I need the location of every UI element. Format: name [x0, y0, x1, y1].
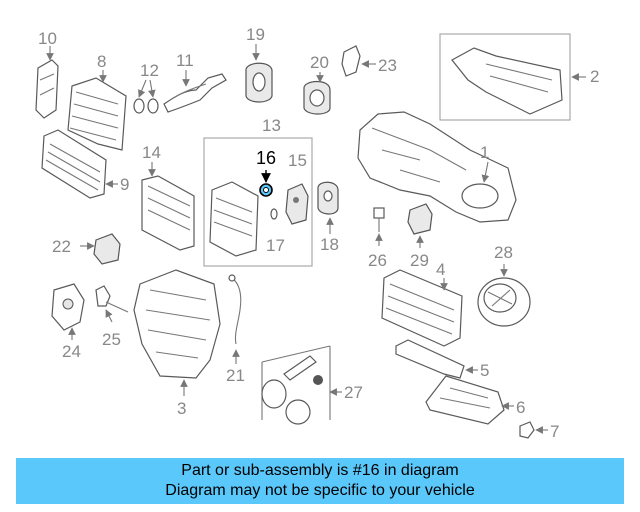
callout-6: 6 [516, 398, 525, 417]
parts-diagram: 10 8 9 12 11 19 20 [35, 25, 599, 441]
part-21-sensor [228, 274, 242, 364]
callout-28: 28 [494, 243, 513, 262]
callout-24: 24 [62, 342, 81, 361]
part-6-case [425, 375, 514, 425]
part-4-cabin-filter [381, 269, 463, 347]
part-15-expansion-valve [285, 183, 309, 225]
callout-18: 18 [320, 235, 339, 254]
part-27-actuators [261, 345, 342, 425]
part-28-blower-motor [477, 264, 531, 327]
callout-8: 8 [97, 52, 106, 71]
callout-9: 9 [120, 175, 129, 194]
caption-line-1: Part or sub-assembly is #16 in diagram [181, 462, 459, 479]
callout-22: 22 [52, 237, 71, 256]
part-10-bracket [35, 46, 59, 119]
caption-line-2: Diagram may not be specific to your vehi… [165, 482, 475, 499]
part-13-evaporator [209, 181, 259, 257]
part-14-filter [141, 162, 195, 251]
callout-2: 2 [590, 67, 599, 86]
callout-1: 1 [480, 143, 489, 162]
part-9-heater-core [41, 129, 118, 199]
part-8-evaporator [67, 70, 127, 151]
callout-11: 11 [176, 51, 194, 70]
caption-banner: Part or sub-assembly is #16 in diagram D… [16, 458, 624, 504]
callout-10: 10 [38, 29, 57, 48]
part-11-ac-pipe [163, 70, 227, 113]
part-29-resistor [407, 203, 433, 248]
part-25-sensor [95, 285, 129, 323]
callout-21: 21 [226, 366, 245, 385]
part-13-box [203, 137, 313, 267]
callout-23: 23 [378, 56, 397, 75]
part-18-seal [317, 181, 339, 234]
callout-14: 14 [142, 143, 161, 162]
callout-16: 16 [256, 148, 276, 168]
callout-19: 19 [246, 25, 265, 44]
callout-15: 15 [288, 151, 307, 170]
callout-17: 17 [266, 236, 285, 255]
part-22-actuator [80, 233, 121, 265]
part-24-mount [51, 283, 85, 340]
part-19-seal [245, 44, 273, 103]
callout-29: 29 [410, 251, 429, 270]
callout-12: 12 [140, 61, 159, 80]
part-1-housing [357, 111, 517, 223]
part-23-bracket [341, 45, 376, 77]
callout-27: 27 [344, 383, 363, 402]
callout-7: 7 [550, 422, 559, 441]
callout-20: 20 [310, 53, 329, 72]
part-2-box [439, 33, 571, 121]
callout-26: 26 [368, 251, 387, 270]
callout-4: 4 [436, 260, 445, 279]
part-20-seal [303, 72, 331, 115]
part-7-clip [519, 421, 548, 439]
callout-13: 13 [262, 116, 281, 135]
part-16-o-ring [259, 170, 273, 197]
part-26-screw [373, 207, 385, 246]
callout-5: 5 [480, 361, 489, 380]
part-5-duct [395, 339, 478, 379]
callout-25: 25 [102, 330, 121, 349]
part-2-cover [451, 47, 586, 115]
part-12-o-rings [133, 79, 159, 114]
callout-3: 3 [177, 399, 186, 418]
part-17-seal [270, 208, 278, 220]
part-3-lower-housing [133, 269, 221, 396]
